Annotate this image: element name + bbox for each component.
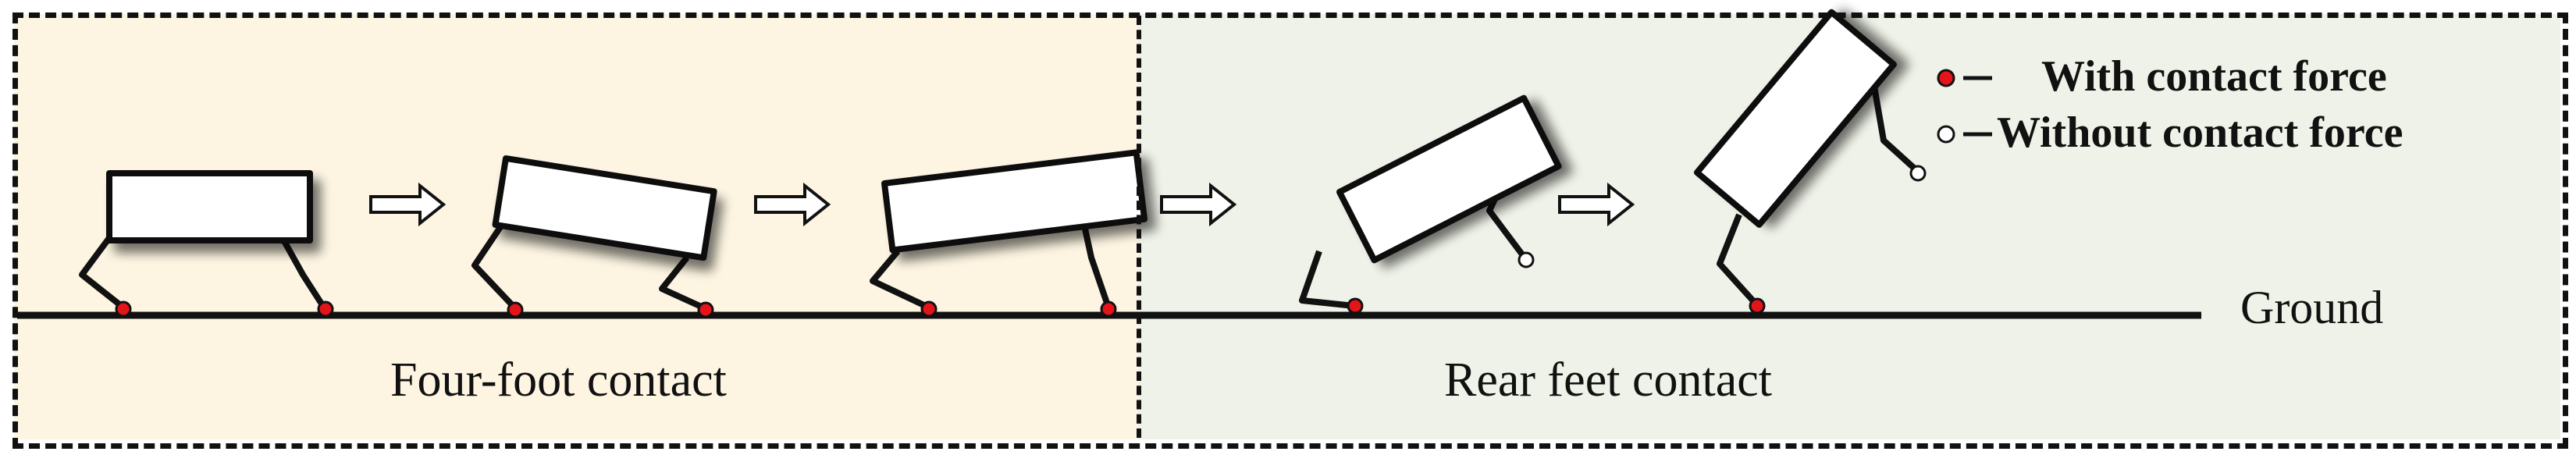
- contact-foot-with-force: [1100, 300, 1117, 318]
- rear-leg: [1299, 250, 1355, 309]
- four-foot-contact-label: Four-foot contact: [390, 354, 727, 407]
- legend-markers: [1937, 69, 1992, 144]
- robot-pose-3: [870, 149, 1148, 318]
- rear-feet-contact-label: Rear feet contact: [1444, 354, 1772, 407]
- robot-pose-1: [79, 170, 334, 318]
- contact-foot-with-force: [1749, 297, 1766, 315]
- contact-foot-with-force: [697, 301, 714, 318]
- contact-foot-with-force: [920, 300, 938, 318]
- contact-foot-with-force: [317, 300, 334, 318]
- arrow-right-icon: [369, 182, 447, 227]
- arrow-right-icon: [1558, 182, 1635, 227]
- rear-leg: [870, 249, 930, 311]
- dashed-border: [12, 12, 2568, 449]
- rear-leg: [1717, 213, 1759, 307]
- front-leg: [1870, 81, 1919, 172]
- section-divider: [1137, 16, 1141, 438]
- robot-pose-4: [1299, 94, 1562, 315]
- rear-leg: [471, 220, 518, 311]
- robot-pose-2: [471, 155, 717, 318]
- robot-body: [492, 155, 717, 261]
- front-leg: [659, 255, 706, 311]
- robot-body: [1336, 94, 1562, 264]
- legend-without-contact-force: Without contact force: [1997, 108, 2403, 157]
- contact-foot-with-force: [507, 301, 524, 318]
- contact-foot-without-force: [1517, 251, 1535, 268]
- arrow-right-icon: [754, 182, 831, 227]
- legend-white-dot-icon: [1937, 125, 1955, 144]
- arrow-right-icon: [1160, 182, 1237, 227]
- contact-foot-with-force: [115, 300, 132, 318]
- robot-body: [1694, 9, 1897, 228]
- legend-with-contact-force: With contact force: [2041, 52, 2387, 101]
- rear-leg: [79, 230, 126, 311]
- contact-foot-without-force: [1909, 165, 1927, 182]
- robot-body: [106, 170, 313, 243]
- front-leg: [276, 231, 327, 310]
- contact-foot-with-force: [1347, 297, 1364, 315]
- ground-label: Ground: [2240, 282, 2384, 333]
- legend-red-dot-icon: [1937, 69, 1955, 87]
- robot-pose-5: [1694, 9, 1927, 315]
